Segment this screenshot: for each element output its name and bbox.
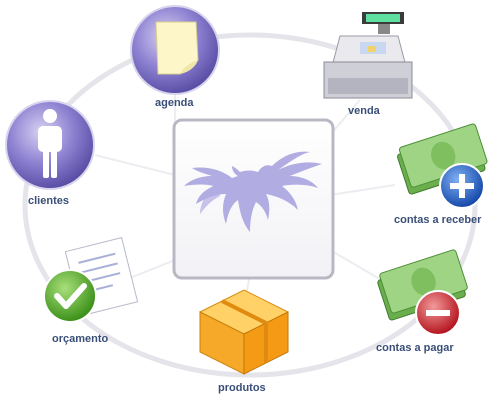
notepad-icon <box>155 21 199 75</box>
clientes-label[interactable]: clientes <box>28 195 69 207</box>
person-icon <box>38 109 62 178</box>
contas-a-pagar-button[interactable] <box>375 249 470 336</box>
agenda-button[interactable] <box>130 5 220 95</box>
cash-register-icon <box>323 12 413 99</box>
agenda-label[interactable]: agenda <box>155 97 194 109</box>
box-icon <box>198 289 290 375</box>
clientes-button[interactable] <box>5 100 95 190</box>
venda-label[interactable]: venda <box>348 105 380 117</box>
center-panel <box>172 118 335 280</box>
orcamento-label[interactable]: orçamento <box>52 333 109 345</box>
contas-a-pagar-label[interactable]: contas a pagar <box>376 342 454 354</box>
contas-a-receber-button[interactable] <box>395 123 490 209</box>
spokes <box>94 95 396 301</box>
produtos-button[interactable] <box>198 289 290 375</box>
produtos-label[interactable]: produtos <box>218 382 266 394</box>
contas-a-receber-label[interactable]: contas a receber <box>394 214 482 226</box>
orbit-ring <box>22 32 478 378</box>
money-minus-icon <box>377 249 468 336</box>
venda-button[interactable] <box>323 12 413 99</box>
orcamento-button[interactable] <box>43 237 139 323</box>
checklist-icon <box>43 237 139 323</box>
eagle-logo-icon <box>184 151 322 232</box>
money-plus-icon <box>397 123 488 209</box>
